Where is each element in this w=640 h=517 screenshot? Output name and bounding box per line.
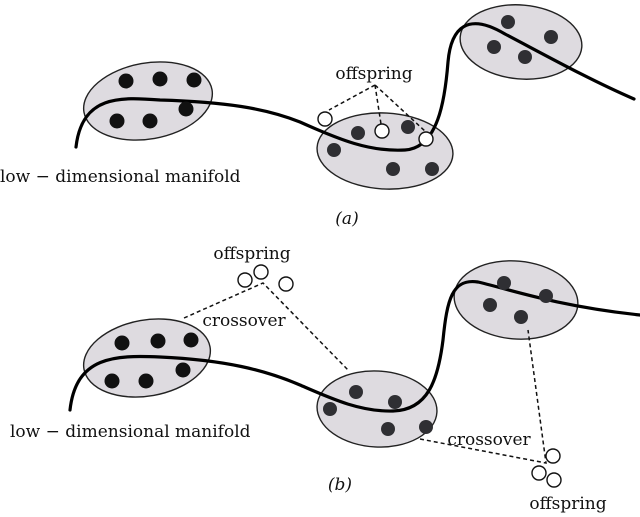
offspring-point [317,111,333,127]
cluster-b-left-points [104,332,199,389]
point [175,362,191,378]
cluster-b-right [453,260,579,340]
point [138,373,154,389]
point [178,101,194,117]
cluster-a-right-points [487,15,558,64]
point [388,395,402,409]
offspring-points-a [317,111,434,147]
point [544,30,558,44]
offspring-point [531,465,547,481]
point [401,120,415,134]
cluster-a-left-points [109,71,202,129]
crossover-label-left: crossover [202,311,286,331]
point [514,310,528,324]
offspring-pointers-a [328,84,427,133]
manifold-label-a: low − dimensional manifold [0,167,241,187]
point [323,402,337,416]
point [349,385,363,399]
pointer-line [328,84,376,111]
point [518,50,532,64]
offspring-point [237,272,253,288]
caption-a: (a) [335,209,358,229]
panel-a: offspring low − dimensional manifold (a) [0,4,636,229]
cluster-b-middle-points [323,385,433,436]
crossover-lines-left [183,282,349,371]
offspring-point [546,472,562,488]
offspring-point [374,123,390,139]
point [539,289,553,303]
point [104,373,120,389]
crossover-line [183,282,349,371]
point [381,422,395,436]
crossover-label-right: crossover [447,430,531,450]
point [183,332,199,348]
offspring-point [253,264,269,280]
point [386,162,400,176]
offspring-point [418,131,434,147]
caption-b: (b) [328,475,352,495]
offspring-point [278,276,294,292]
crossover-line [419,329,547,464]
offspring-points-b-bottom [531,448,562,488]
point [150,333,166,349]
point [483,298,497,312]
point [501,15,515,29]
point [152,71,168,87]
point [109,113,125,129]
point [327,143,341,157]
point [142,113,158,129]
offspring-label-b-top: offspring [213,244,290,264]
pointer-line [374,84,427,133]
offspring-label-a: offspring [335,64,412,84]
manifold-curve-a [74,22,636,152]
point [118,73,134,89]
crossover-lines-right [419,329,547,464]
cluster-b-right-points [483,276,553,324]
offspring-points-b-top [237,264,294,292]
point [419,420,433,434]
point [487,40,501,54]
point [425,162,439,176]
point [351,126,365,140]
panel-b: offspring crossover crossover offspring … [10,244,640,514]
point [186,72,202,88]
manifold-curve-b [68,279,640,413]
manifold-label-b: low − dimensional manifold [10,422,251,442]
offspring-label-b-bottom: offspring [529,494,606,514]
cluster-a-middle-points [327,120,439,176]
point [497,276,511,290]
point [114,335,130,351]
offspring-point [545,448,561,464]
